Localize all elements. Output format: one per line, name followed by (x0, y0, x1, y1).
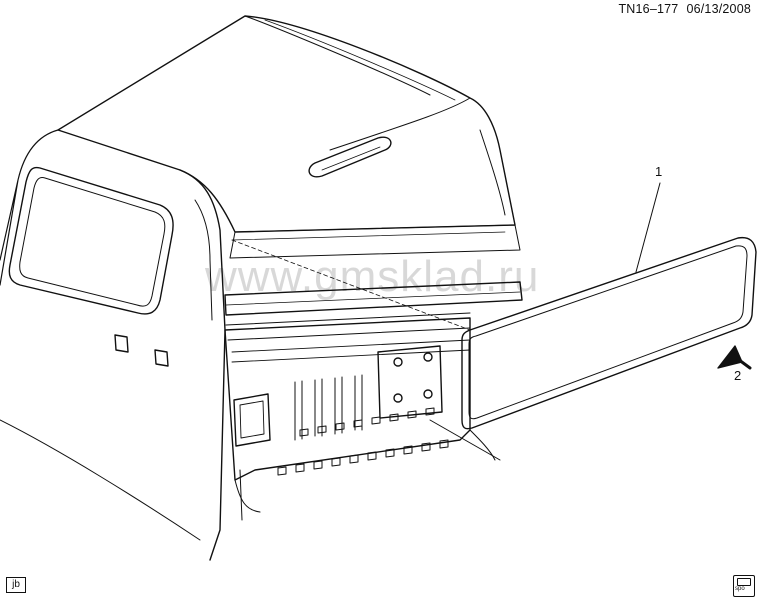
stake-pocket (233, 393, 271, 447)
drawing-header: TN16–177 06/13/2008 (618, 2, 751, 16)
back-glass (229, 224, 521, 259)
callout-1: 1 (655, 164, 663, 179)
leader-line (231, 239, 471, 331)
author-tag: jb (6, 577, 26, 593)
roof-ridge (244, 15, 431, 96)
callout-2: 2 (734, 368, 742, 383)
brake-lamp (308, 136, 392, 178)
floor-slots (277, 407, 449, 476)
panel-ribs (294, 374, 363, 441)
logo-mark (737, 578, 751, 586)
cab-side (0, 129, 59, 286)
gm-spo-logo: spo (733, 575, 755, 597)
logo-text: spo (735, 586, 745, 592)
cab-roof (57, 15, 516, 233)
drawing-date: 06/13/2008 (686, 2, 751, 16)
trim-panel (461, 236, 757, 430)
callout-2-arrow (717, 345, 743, 369)
callout-1-leader (635, 182, 661, 273)
rear-side-window (8, 166, 174, 315)
center-plate (377, 345, 443, 419)
drawing-id: TN16–177 (618, 2, 679, 16)
tailgate-rail (224, 281, 523, 316)
door-handle (114, 334, 129, 353)
cab-pillar (179, 169, 226, 561)
